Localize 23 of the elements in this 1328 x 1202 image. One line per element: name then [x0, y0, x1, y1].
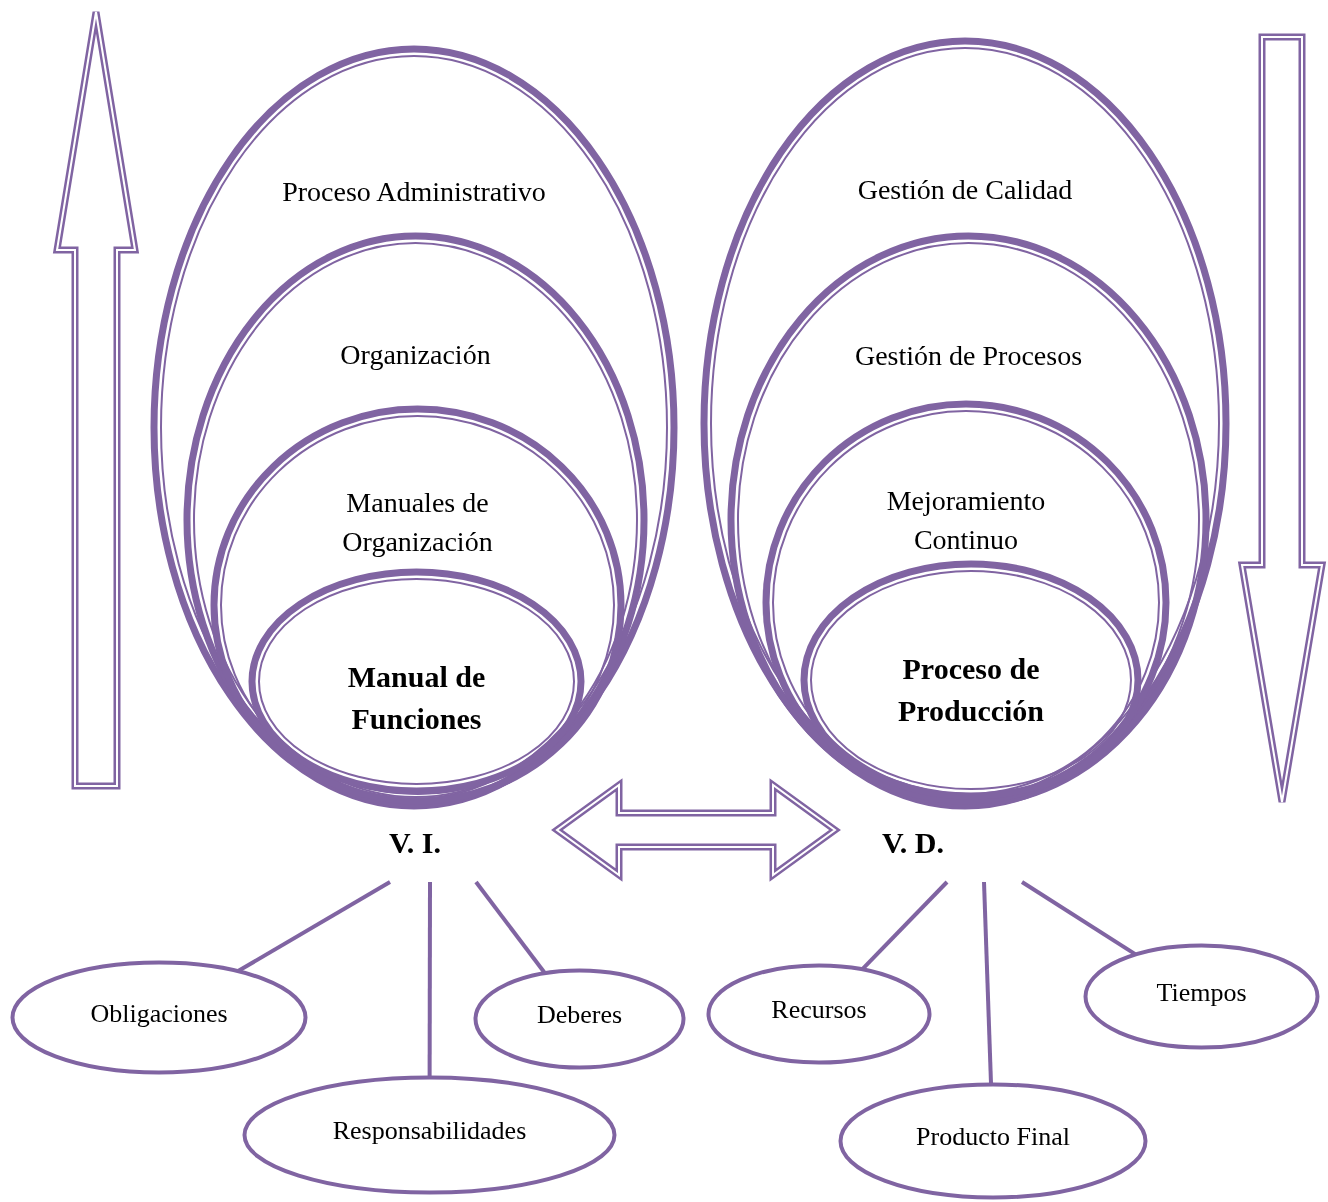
- ellipse-label: Recursos: [771, 994, 867, 1024]
- double-arrow: [551, 778, 841, 882]
- variable-label: V. I.: [389, 826, 441, 859]
- ellipse-label: Tiempos: [1156, 977, 1247, 1007]
- connector-line: [237, 880, 391, 973]
- ellipse-label: Producto Final: [916, 1121, 1070, 1151]
- ellipse-label: Responsabilidades: [332, 1115, 527, 1145]
- connector-line: [474, 880, 547, 974]
- ellipse-label: Manuales de Organización: [342, 486, 493, 557]
- ellipse-label: Mejoramiento Continuo: [886, 484, 1046, 555]
- connector-line: [427, 882, 432, 1077]
- variable-label: V. D.: [882, 826, 944, 859]
- ellipse-label: Proceso de Producción: [897, 652, 1045, 727]
- connector-line: [861, 880, 949, 971]
- ellipse-label: Organización: [340, 339, 491, 371]
- connector-line: [982, 881, 993, 1085]
- ellipse-label: Manual de Funciones: [347, 660, 486, 735]
- ellipse-label: Gestión de Procesos: [854, 340, 1083, 372]
- ellipse-label: Proceso Administrativo: [282, 176, 546, 208]
- ellipse-label: Gestión de Calidad: [857, 174, 1073, 206]
- connector-line: [1020, 880, 1137, 956]
- ellipse-label: Deberes: [536, 999, 623, 1029]
- ellipse-label: Obligaciones: [90, 998, 228, 1028]
